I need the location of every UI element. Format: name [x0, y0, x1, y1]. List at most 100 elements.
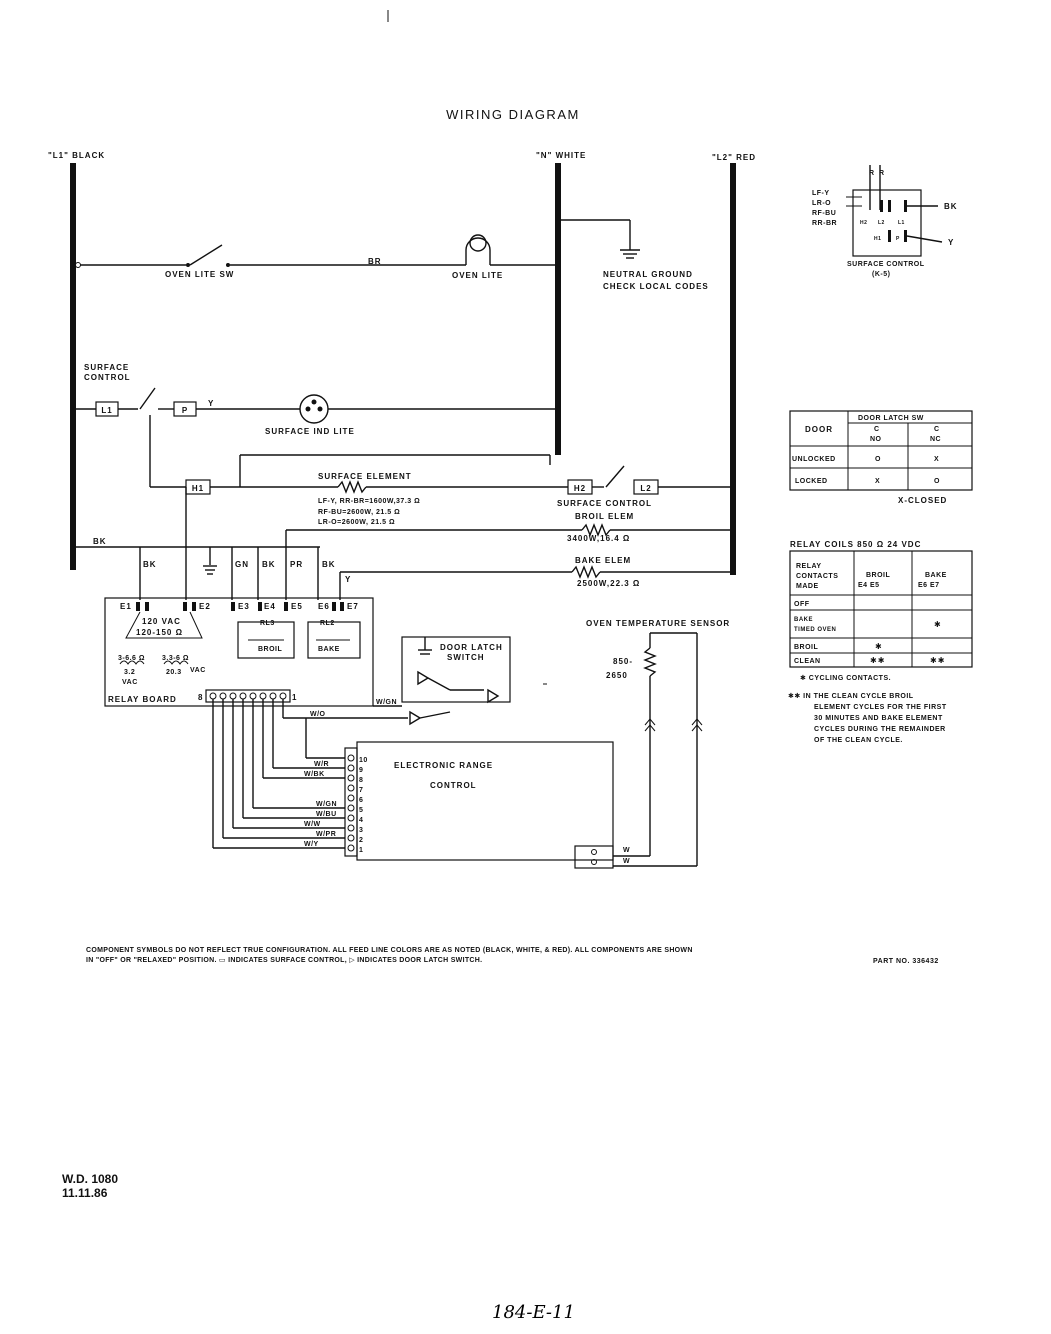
svg-text:W: W: [623, 858, 630, 865]
svg-text:2: 2: [359, 837, 363, 844]
svg-text:DOOR LATCH: DOOR LATCH: [440, 643, 503, 652]
svg-text:GN: GN: [235, 560, 249, 569]
svg-text:E3: E3: [238, 602, 250, 611]
erc-pins: [347, 754, 355, 852]
svg-text:X-CLOSED: X-CLOSED: [898, 496, 947, 505]
svg-text:1: 1: [292, 693, 297, 702]
svg-text:30 MINUTES AND BAKE ELEMENT: 30 MINUTES AND BAKE ELEMENT: [814, 715, 943, 722]
svg-text:1: 1: [359, 847, 363, 854]
surface-element-resistor: [337, 480, 367, 494]
svg-text:7: 7: [359, 787, 363, 794]
svg-text:O: O: [875, 456, 881, 463]
svg-text:CYCLES DURING THE REMAINDER: CYCLES DURING THE REMAINDER: [814, 726, 946, 733]
svg-text:TIMED OVEN: TIMED OVEN: [794, 627, 836, 633]
sensor-label: OVEN TEMPERATURE SENSOR: [586, 619, 730, 628]
relay-table-title: RELAY COILS 850 Ω 24 VDC: [790, 540, 921, 549]
svg-text:E6 E7: E6 E7: [918, 582, 940, 589]
svg-text:L2: L2: [878, 220, 885, 226]
svg-text:RELAY: RELAY: [796, 563, 822, 570]
surface-switch: [139, 387, 156, 410]
svg-text:LOCKED: LOCKED: [795, 478, 828, 485]
relay-connector-pins: [209, 692, 287, 700]
surface-element-spec-3: LR-O=2600W, 21.5 Ω: [318, 519, 395, 526]
y-wire-label: Y: [208, 399, 214, 408]
svg-text:3.3-6 Ω: 3.3-6 Ω: [162, 655, 189, 662]
svg-text:BK: BK: [93, 537, 107, 546]
svg-text:NC: NC: [930, 436, 941, 443]
door-latch-switch: DOOR LATCH SWITCH: [401, 636, 511, 726]
relay-board-feeds: BK BK GN BK PR BK Y: [76, 537, 350, 600]
svg-text:VAC: VAC: [190, 667, 206, 674]
svg-text:RL3: RL3: [260, 620, 275, 627]
svg-text:8: 8: [198, 693, 203, 702]
relay-board-label: RELAY BOARD: [108, 695, 177, 704]
k5-caption-model: (K-5): [872, 271, 890, 278]
surface-control-label-1: SURFACE: [84, 363, 129, 372]
control-harness: W/GN W/O W/R W/BK W/GN W/BU W/W W/PR W/Y: [212, 699, 408, 849]
svg-text:9: 9: [359, 767, 363, 774]
svg-text:L1: L1: [898, 220, 905, 226]
svg-text:W: W: [623, 847, 630, 854]
bake-element-resistor: [571, 565, 601, 579]
oven-lite-lamp-icon: [465, 237, 491, 265]
handwritten-reference: 184-E-11: [492, 1302, 575, 1323]
svg-text:NO: NO: [870, 436, 882, 443]
svg-text:4: 4: [359, 817, 363, 824]
svg-text:UNLOCKED: UNLOCKED: [792, 456, 836, 463]
coil-b-icon: [163, 660, 189, 665]
svg-text:LF-Y: LF-Y: [812, 190, 830, 197]
feed-lines: "L1" BLACK "N" WHITE "L2" RED: [48, 151, 755, 575]
svg-text:BAKE: BAKE: [794, 617, 813, 623]
svg-text:E5: E5: [291, 602, 303, 611]
svg-text:W/PR: W/PR: [316, 831, 336, 838]
svg-text:H2: H2: [860, 220, 867, 226]
erc-body: [356, 741, 614, 861]
svg-text:850-: 850-: [613, 657, 633, 666]
erc-label-2: CONTROL: [430, 781, 477, 790]
surface-control-label-2: CONTROL: [84, 373, 131, 382]
svg-text:BK: BK: [944, 202, 958, 211]
surface-control-circuit: SURFACE CONTROL L1 P Y SURFACE IND LITE …: [76, 363, 730, 526]
footer-note-2: IN "OFF" OR "RELAXED" POSITION. ▭ INDICA…: [86, 957, 482, 964]
sensor-connector-right-icon: [691, 718, 703, 732]
svg-text:H1: H1: [192, 484, 204, 493]
svg-text:P: P: [896, 236, 900, 242]
oven-lite-label: OVEN LITE: [452, 271, 503, 280]
svg-text:OF THE CLEAN CYCLE.: OF THE CLEAN CYCLE.: [814, 737, 903, 744]
latch-contact-2-icon: [487, 688, 500, 704]
svg-text:✱✱: ✱✱: [930, 656, 945, 665]
oven-temperature-sensor: OVEN TEMPERATURE SENSOR 850- 2650: [586, 619, 730, 867]
n-label: "N" WHITE: [536, 151, 586, 160]
relay-connector: [205, 689, 291, 703]
svg-text:5: 5: [359, 807, 363, 814]
svg-text:W/GN: W/GN: [376, 699, 397, 706]
coil-a-icon: [119, 660, 145, 665]
svg-text:R: R: [879, 170, 885, 177]
oven-lite-switch: [189, 244, 223, 266]
oven-lite-circuit: OVEN LITE SW BR OVEN LITE: [75, 234, 555, 280]
svg-text:3-6.6 Ω: 3-6.6 Ω: [118, 655, 145, 662]
svg-text:W/O: W/O: [310, 711, 326, 718]
svg-text:DOOR LATCH SW: DOOR LATCH SW: [858, 415, 924, 422]
svg-text:W/BK: W/BK: [304, 771, 325, 778]
svg-text:VAC: VAC: [122, 679, 138, 686]
surface-element-spec-2: RF-BU=2600W, 21.5 Ω: [318, 509, 400, 516]
sensor-connector-left-icon: [644, 718, 656, 732]
svg-text:DOOR: DOOR: [805, 425, 833, 434]
svg-text:Y: Y: [948, 238, 954, 247]
svg-text:3.2: 3.2: [124, 669, 135, 676]
relay-terminals: [136, 602, 344, 611]
svg-text:BAKE: BAKE: [925, 572, 947, 579]
svg-text:20.3: 20.3: [166, 669, 182, 676]
sensor-connector: [574, 845, 614, 869]
svg-text:E4: E4: [264, 602, 276, 611]
svg-text:P: P: [182, 406, 188, 415]
ground-label-1: NEUTRAL GROUND: [603, 270, 693, 279]
svg-text:E1: E1: [120, 602, 132, 611]
svg-text:✱✱ IN THE CLEAN CYCLE BROIL: ✱✱ IN THE CLEAN CYCLE BROIL: [788, 692, 914, 700]
svg-text:✱: ✱: [934, 620, 942, 629]
surface-ind-lite-icon: [299, 394, 329, 424]
svg-text:C: C: [934, 426, 940, 433]
svg-text:✱ CYCLING CONTACTS.: ✱ CYCLING CONTACTS.: [800, 674, 891, 682]
